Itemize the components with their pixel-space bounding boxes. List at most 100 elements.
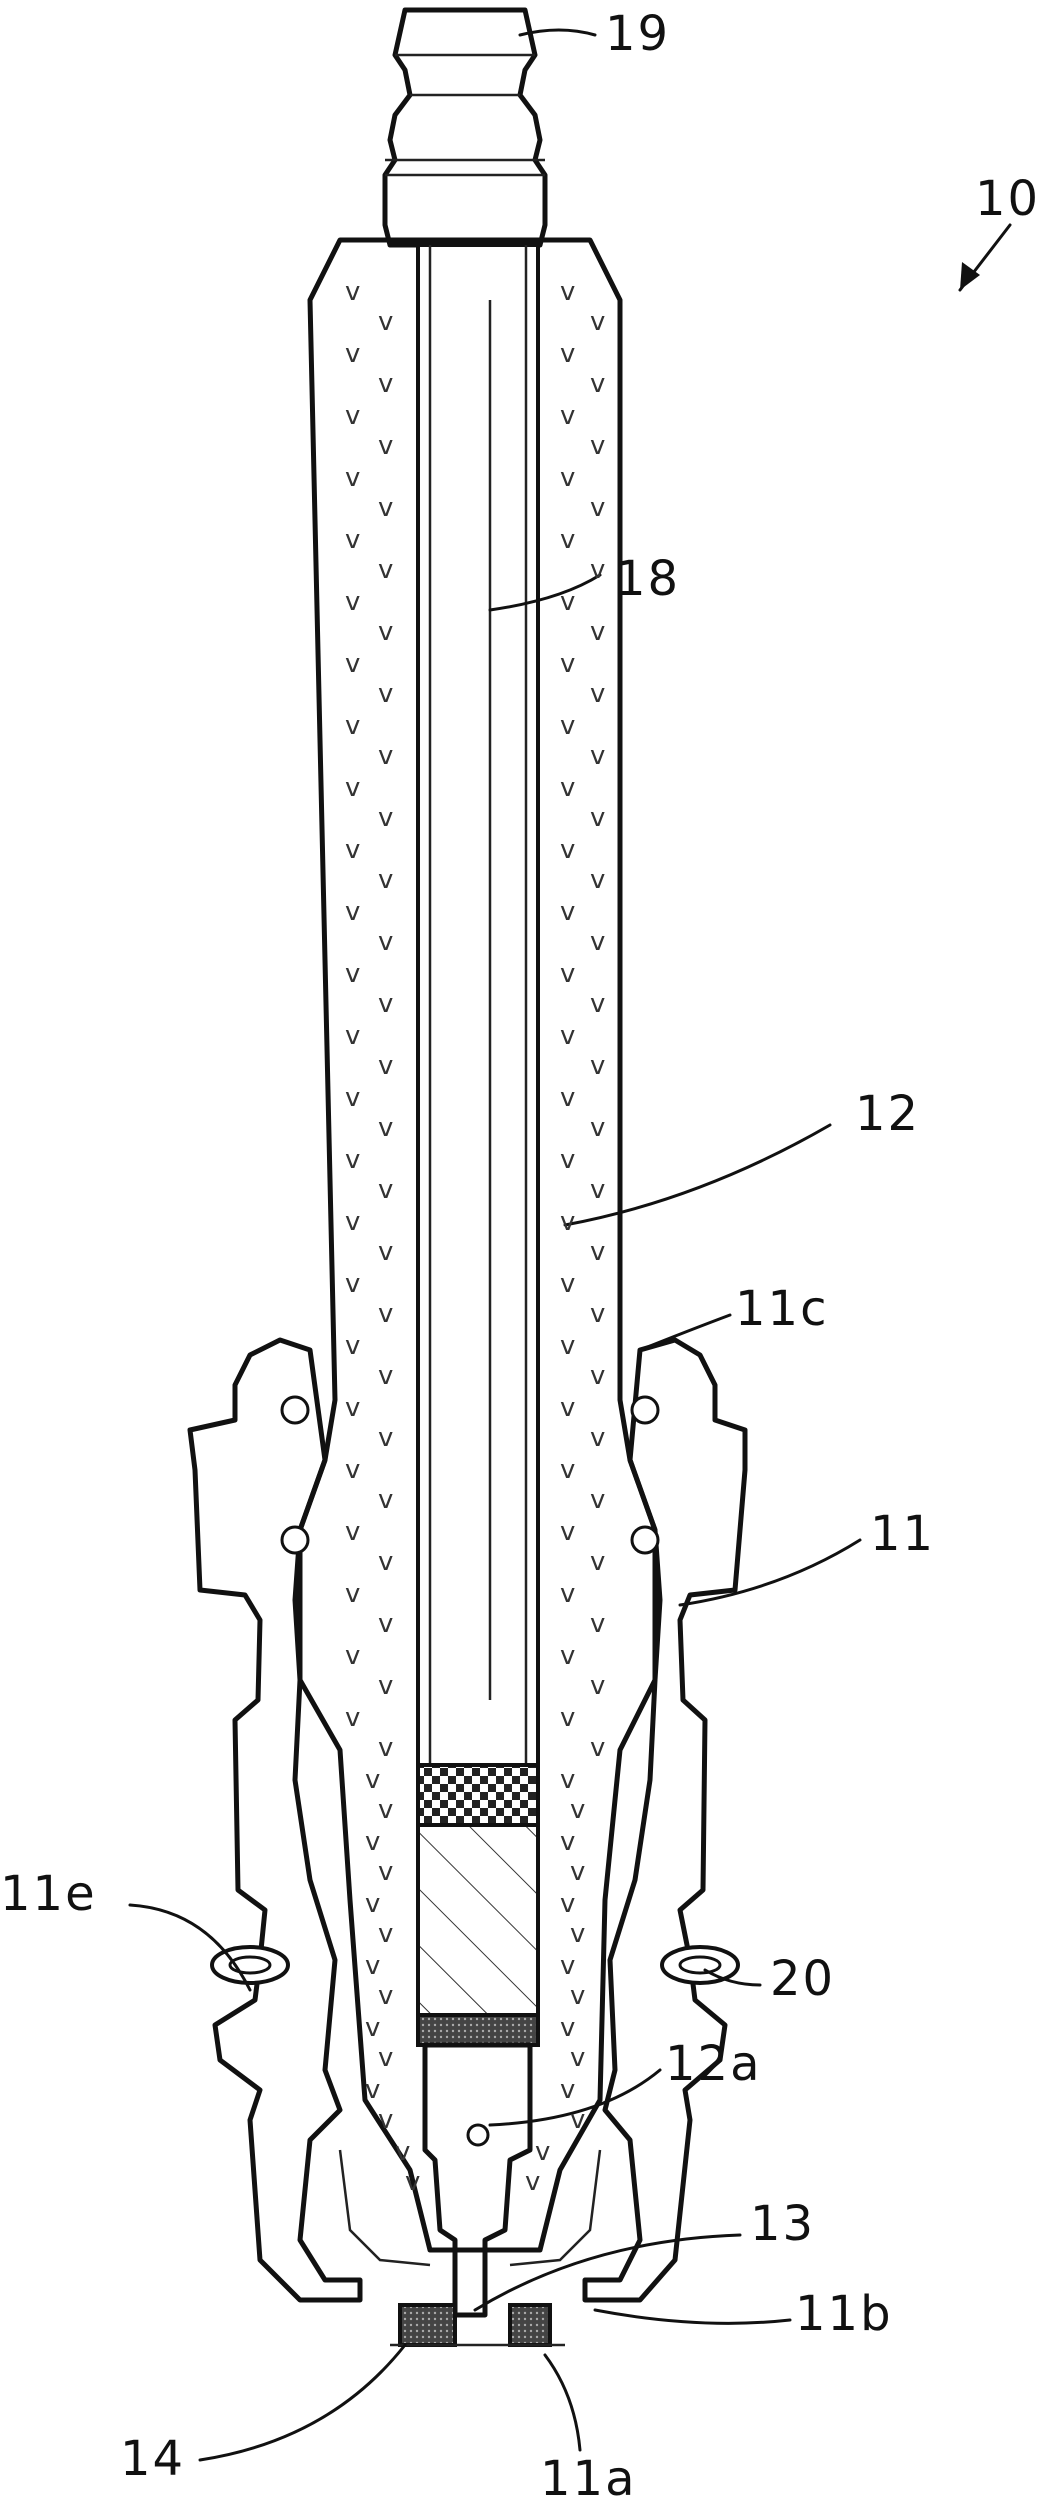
- insulator-texture-mark: v: [590, 1547, 605, 1577]
- insulator-texture-mark: v: [560, 711, 575, 741]
- label-19: 19: [605, 6, 670, 62]
- insulator-texture-mark: v: [560, 1703, 575, 1733]
- center-shaft-18: [418, 245, 538, 1765]
- insulator-texture-mark: v: [378, 493, 393, 523]
- metal-shell-11-left: [190, 1340, 360, 2300]
- insulator-texture-mark: v: [345, 1083, 360, 1113]
- insulator-texture-mark: v: [378, 1795, 393, 1825]
- insulator-texture-mark: v: [570, 2043, 585, 2073]
- insulator-texture-mark: v: [378, 1051, 393, 1081]
- insulator-texture-mark: v: [378, 1237, 393, 1267]
- insulator-texture-mark: v: [560, 1641, 575, 1671]
- insulator-texture-mark: v: [378, 679, 393, 709]
- assembly-arrow-10: [960, 225, 1010, 290]
- label-11: 11: [870, 1506, 935, 1562]
- insulator-texture-mark: v: [395, 2137, 410, 2167]
- insulator-texture-mark: v: [560, 1951, 575, 1981]
- label-13: 13: [750, 2196, 815, 2252]
- insulator-texture-mark: v: [378, 1609, 393, 1639]
- insulator-texture-mark: v: [345, 1517, 360, 1547]
- insulator-texture-mark: v: [560, 649, 575, 679]
- insulator-texture-mark: v: [378, 1113, 393, 1143]
- insulator-texture-mark: v: [560, 401, 575, 431]
- insulator-texture-mark: v: [560, 1083, 575, 1113]
- label-10: 10: [975, 171, 1040, 227]
- insulator-texture-mark: v: [560, 587, 575, 617]
- terminal-19: [385, 10, 545, 245]
- insulator-texture-mark: v: [345, 1393, 360, 1423]
- insulator-texture-mark: v: [590, 865, 605, 895]
- insulator-texture-mark: v: [560, 1827, 575, 1857]
- insulator-texture-mark: v: [345, 1331, 360, 1361]
- insulator-texture-mark: v: [590, 1113, 605, 1143]
- insulator-texture-mark: v: [345, 1579, 360, 1609]
- lower-seal: [418, 2015, 538, 2045]
- insulator-texture-mark: v: [560, 897, 575, 927]
- insulator-texture-mark: v: [345, 897, 360, 927]
- insulator-texture-mark: v: [345, 1269, 360, 1299]
- insulator-texture-mark: v: [345, 587, 360, 617]
- insulator-texture-mark: v: [378, 617, 393, 647]
- insulator-texture-mark: v: [378, 307, 393, 337]
- insulator-texture-mark: v: [378, 2105, 393, 2135]
- insulator-texture-mark: v: [378, 1175, 393, 1205]
- insulator-texture-mark: v: [560, 1331, 575, 1361]
- insulator-texture-mark: v: [590, 369, 605, 399]
- insulator-texture-mark: v: [378, 989, 393, 1019]
- insulator-texture-mark: v: [590, 1051, 605, 1081]
- insulator-texture-mark: v: [378, 1547, 393, 1577]
- insulator-texture-mark: v: [378, 1981, 393, 2011]
- label-11e: 11e: [0, 1866, 97, 1922]
- insulator-texture-mark: v: [378, 927, 393, 957]
- insulator-texture-mark: v: [378, 1919, 393, 1949]
- insulator-texture-mark: v: [345, 277, 360, 307]
- insulator-texture-mark: v: [590, 1361, 605, 1391]
- insulator-texture-mark: v: [365, 1889, 380, 1919]
- insulator-texture-mark: v: [378, 865, 393, 895]
- insulator-texture-mark: v: [378, 803, 393, 833]
- tip-electrode-14: [390, 2305, 565, 2345]
- label-20: 20: [770, 1951, 835, 2007]
- insulator-texture-mark: v: [560, 835, 575, 865]
- insulator-texture-mark: v: [560, 1579, 575, 1609]
- insulator-texture-mark: v: [378, 431, 393, 461]
- insulator-texture-mark: v: [345, 1207, 360, 1237]
- insulator-texture-mark: v: [570, 1795, 585, 1825]
- label-11c: 11c: [735, 1281, 828, 1337]
- insulator-texture-mark: v: [590, 1485, 605, 1515]
- insulator-texture-mark: v: [345, 525, 360, 555]
- insulator-texture-mark: v: [560, 463, 575, 493]
- insulator-texture-mark: v: [590, 803, 605, 833]
- insulator-texture-mark: v: [345, 835, 360, 865]
- insulator-texture-mark: v: [560, 1765, 575, 1795]
- label-11a: 11a: [540, 2451, 637, 2499]
- insulator-texture-mark: v: [345, 1641, 360, 1671]
- insulator-texture-mark: v: [378, 369, 393, 399]
- insulator-texture-mark: v: [560, 525, 575, 555]
- insulator-texture-mark: v: [560, 1455, 575, 1485]
- insulator-texture-mark: v: [590, 989, 605, 1019]
- insulator-texture-mark: v: [590, 617, 605, 647]
- insulator-texture-mark: v: [590, 1609, 605, 1639]
- label-12: 12: [855, 1086, 920, 1142]
- insulator-texture-mark: v: [590, 493, 605, 523]
- insulator-texture-mark: v: [378, 741, 393, 771]
- resistor: [418, 1825, 538, 2015]
- insulator-texture-mark: v: [365, 1951, 380, 1981]
- insulator-texture-mark: v: [405, 2167, 420, 2197]
- insulator-texture-mark: v: [590, 1423, 605, 1453]
- insulator-texture-mark: v: [535, 2137, 550, 2167]
- insulator-texture-mark: v: [365, 1827, 380, 1857]
- insulator-texture-mark: v: [590, 927, 605, 957]
- center-electrode-head: [425, 2045, 530, 2315]
- metal-shell-11-right: [585, 1340, 745, 2300]
- insulator-texture-mark: v: [560, 2075, 575, 2105]
- label-18: 18: [615, 551, 680, 607]
- insulator-texture-mark: v: [560, 339, 575, 369]
- insulator-texture-mark: v: [590, 1237, 605, 1267]
- insulator-texture-mark: v: [560, 1269, 575, 1299]
- insulator-texture-mark: v: [570, 1857, 585, 1887]
- insulator-texture-mark: v: [560, 1889, 575, 1919]
- insulator-texture-mark: v: [590, 741, 605, 771]
